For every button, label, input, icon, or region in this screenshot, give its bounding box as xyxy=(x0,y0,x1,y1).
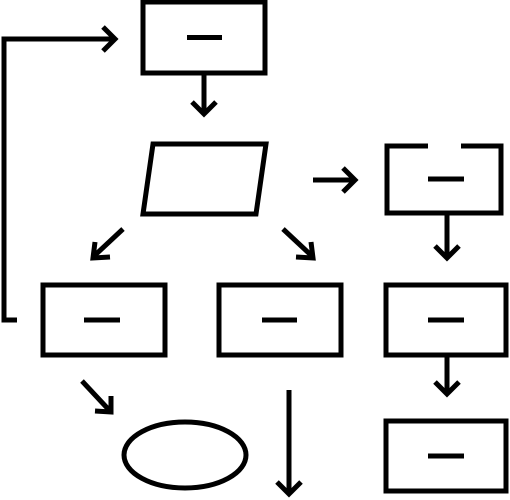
edge-input-to-left-process xyxy=(90,227,125,261)
node-middle-process xyxy=(216,282,344,358)
edge-input-to-right-process-1 xyxy=(313,166,359,194)
node-top-process xyxy=(140,0,268,76)
node-terminator xyxy=(121,419,249,491)
edge-right-1-to-right-2 xyxy=(433,215,461,262)
edge-middle-process-exit xyxy=(275,390,303,498)
edge-right-2-to-right-3 xyxy=(433,357,461,398)
node-right-process-3 xyxy=(383,418,509,494)
edge-input-to-middle-process xyxy=(281,227,316,261)
node-data-input xyxy=(140,141,269,217)
node-right-process-1 xyxy=(384,143,504,216)
node-left-process xyxy=(40,282,168,358)
node-right-process-2 xyxy=(383,282,509,358)
edge-left-process-to-terminator xyxy=(80,379,114,415)
edge-top-to-input xyxy=(190,75,218,118)
edge-loop-back-to-top xyxy=(1,25,119,323)
